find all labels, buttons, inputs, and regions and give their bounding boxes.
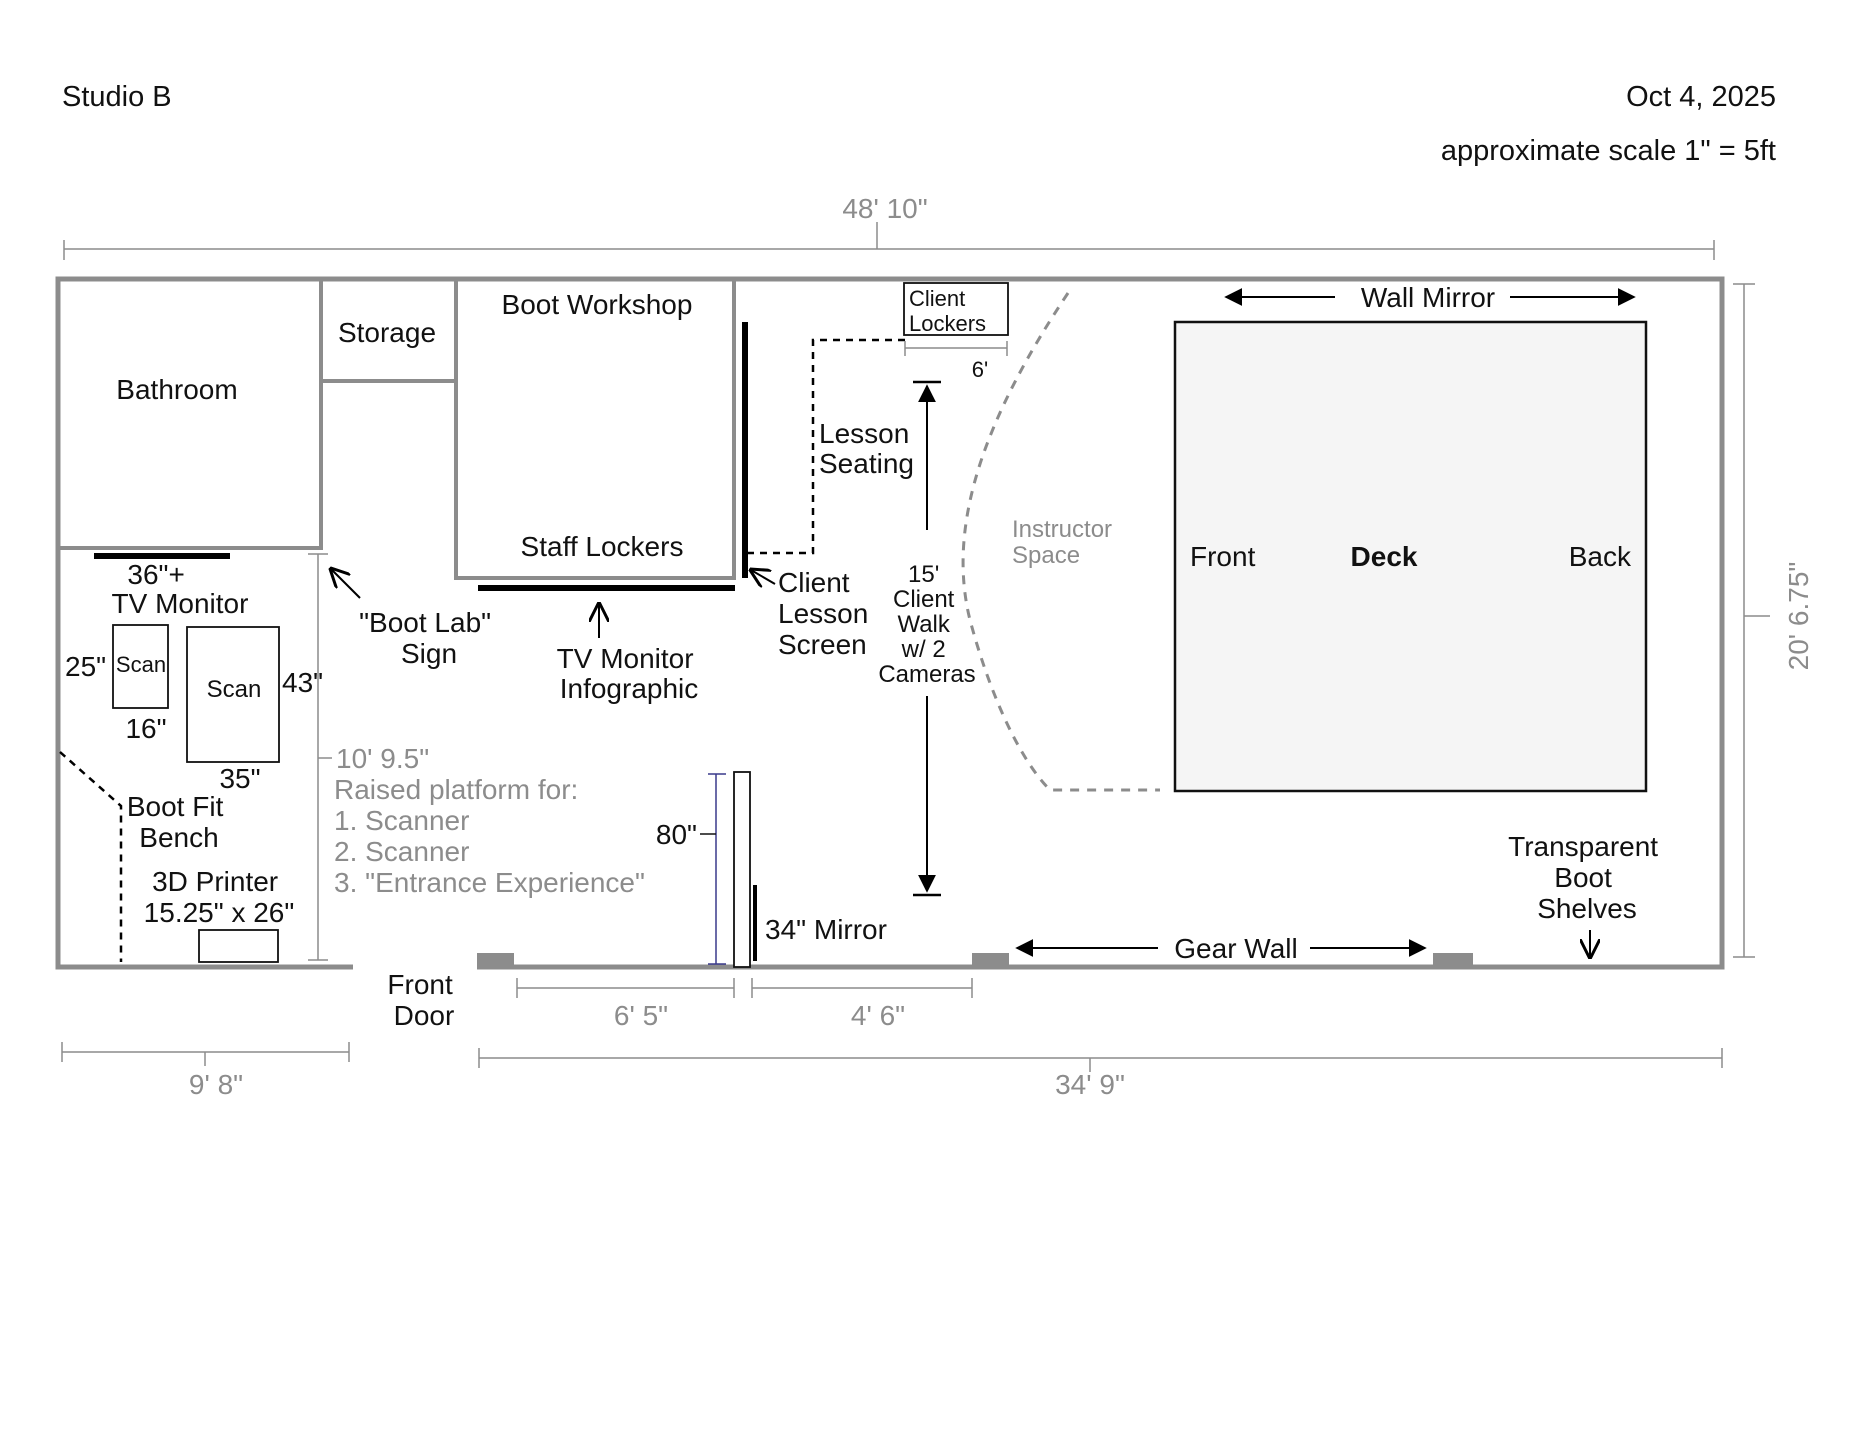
lesson-seating-outline bbox=[747, 338, 905, 555]
gear-wall: Gear Wall bbox=[1015, 933, 1427, 964]
wall-mirror-label: Wall Mirror bbox=[1361, 282, 1495, 313]
overall-width-dimension: 48' 10" bbox=[63, 193, 1715, 260]
boot-lab-sign-arrow bbox=[331, 569, 361, 599]
right-section-dimension: 34' 9" bbox=[478, 1048, 1723, 1100]
boot-fit-bench-label: Boot Fit Bench bbox=[127, 791, 231, 853]
boot-workshop-label: Boot Workshop bbox=[502, 289, 693, 320]
deck-front-label: Front bbox=[1190, 541, 1256, 572]
bathroom-label: Bathroom bbox=[116, 374, 237, 405]
wall-post bbox=[972, 953, 1009, 968]
3d-printer: 3D Printer 15.25" x 26" bbox=[144, 866, 295, 963]
outer-walls bbox=[55, 276, 1725, 970]
deck: Front Deck Back bbox=[1173, 320, 1648, 793]
platform-depth-label: 10' 9.5" bbox=[336, 743, 429, 774]
front-door-left-width: 6' 5" bbox=[614, 1000, 668, 1031]
client-lockers-width: 6' bbox=[972, 357, 988, 382]
deck-label: Deck bbox=[1351, 541, 1418, 572]
scan-large: Scan 43" 35" bbox=[186, 626, 323, 794]
scan-large-height: 43" bbox=[282, 667, 323, 698]
overall-depth-dimension: 20' 6.75" bbox=[1733, 283, 1814, 958]
transparent-boot-shelves-label: Transparent Boot Shelves bbox=[1508, 831, 1666, 924]
raised-platform-notes: Raised platform for: 1. Scanner 2. Scann… bbox=[334, 774, 645, 898]
platform-depth-dimension: 10' 9.5" bbox=[308, 553, 429, 961]
boot-lab-sign-label: "Boot Lab" Sign bbox=[359, 607, 499, 669]
client-walk: 15' Client Walk w/ 2 Cameras bbox=[878, 380, 976, 897]
front-door-label: Front Door bbox=[387, 969, 460, 1031]
wall-mirror: Wall Mirror bbox=[1224, 282, 1636, 313]
lesson-seating-label: Lesson Seating bbox=[819, 418, 917, 479]
mirror-34: 34" Mirror bbox=[753, 885, 887, 961]
deck-back-label: Back bbox=[1569, 541, 1632, 572]
scan-small-width: 16" bbox=[125, 713, 166, 744]
3d-printer-label: 3D Printer 15.25" x 26" bbox=[144, 866, 295, 928]
front-door-right-dimension: 4' 6" bbox=[751, 978, 973, 1031]
transparent-boot-shelves: Transparent Boot Shelves bbox=[1508, 831, 1666, 957]
wall-post bbox=[477, 953, 514, 968]
tv-monitor-infographic-label: TV Monitor Infographic bbox=[557, 643, 702, 704]
scan-small-label: Scan bbox=[116, 652, 166, 677]
mirror-34-label: 34" Mirror bbox=[765, 914, 887, 945]
scan-small: Scan 25" 16" bbox=[65, 624, 169, 744]
client-lesson-screen-label: Client Lesson Screen bbox=[778, 567, 876, 660]
overall-depth-label: 20' 6.75" bbox=[1783, 562, 1814, 671]
bathroom-room: Bathroom bbox=[58, 279, 323, 550]
staff-lockers-label: Staff Lockers bbox=[521, 531, 684, 562]
overall-width-label: 48' 10" bbox=[842, 193, 927, 224]
plan-date: Oct 4, 2025 bbox=[1626, 81, 1776, 113]
storage-room: Storage bbox=[321, 279, 458, 383]
mirror-height-label: 80" bbox=[656, 819, 697, 850]
tv-monitor-36-label: 36"+ TV Monitor bbox=[112, 559, 249, 619]
left-section-dimension: 9' 8" bbox=[61, 1042, 350, 1100]
front-door-left-dimension: 6' 5" bbox=[516, 978, 735, 1031]
scan-large-width: 35" bbox=[219, 763, 260, 794]
client-lockers: Client Lockers 6' bbox=[903, 282, 1009, 382]
right-section-width: 34' 9" bbox=[1055, 1069, 1125, 1100]
scan-small-height: 25" bbox=[65, 651, 106, 682]
scan-large-label: Scan bbox=[207, 676, 262, 703]
client-lesson-screen-arrow bbox=[751, 570, 776, 584]
instructor-space-boundary bbox=[961, 292, 1160, 792]
studio-name: Studio B bbox=[62, 81, 172, 113]
instructor-space-label: Instructor Space bbox=[1012, 516, 1119, 569]
boot-workshop-room: Boot Workshop Staff Lockers bbox=[454, 279, 736, 580]
storage-label: Storage bbox=[338, 317, 436, 348]
gear-wall-label: Gear Wall bbox=[1174, 933, 1297, 964]
client-walk-label: 15' Client Walk w/ 2 Cameras bbox=[878, 561, 975, 688]
scale-note: approximate scale 1" = 5ft bbox=[1441, 135, 1776, 167]
left-section-width: 9' 8" bbox=[189, 1069, 243, 1100]
front-door-right-width: 4' 6" bbox=[851, 1000, 905, 1031]
boot-fit-bench-outline bbox=[59, 751, 123, 962]
client-lockers-label: Client Lockers bbox=[909, 286, 986, 336]
front-door-panel: 80" bbox=[656, 771, 751, 968]
wall-post bbox=[1433, 953, 1473, 968]
